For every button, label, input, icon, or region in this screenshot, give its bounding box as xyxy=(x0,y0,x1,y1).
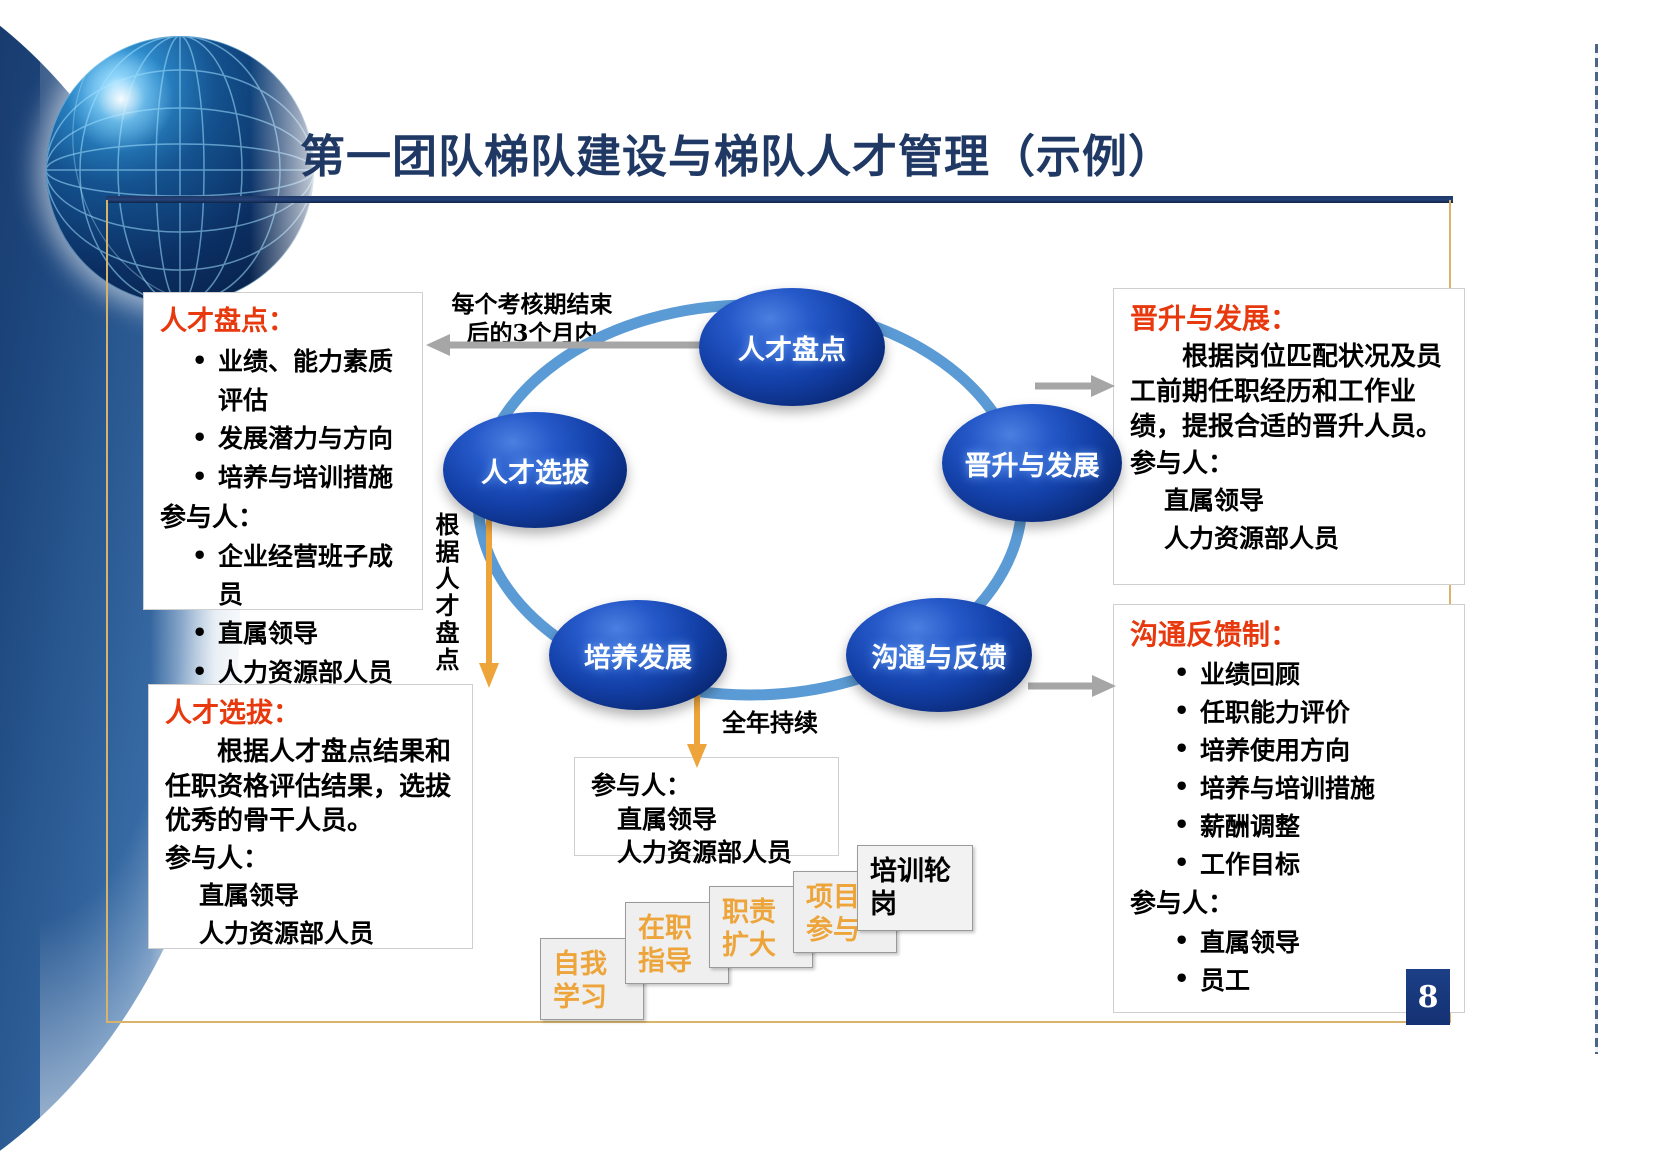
panel-promotion-body: 根据岗位匹配状况及员工前期任职经历和工作业绩，提报合适的晋升人员。 xyxy=(1130,342,1443,442)
cycle-node-develop[interactable]: 培养发展 xyxy=(549,600,727,710)
arrow-review-to-left-panel xyxy=(426,334,702,356)
panel-develop-participant-2: 人力资源部人员 xyxy=(617,838,793,868)
arrow-select-down xyxy=(479,500,499,688)
frame-top-rule xyxy=(106,196,1453,203)
label-based-on-review: 根据人才盘点 xyxy=(431,512,460,674)
list-item: 直属领导 xyxy=(1172,923,1450,962)
panel-talent-review-participants: 企业经营班子成员 直属领导 人力资源部人员 xyxy=(160,537,408,693)
arrow-develop-down xyxy=(687,690,707,768)
panel-promotion-participant-1: 直属领导 xyxy=(1164,486,1265,516)
panel-feedback-heading: 沟通反馈制： xyxy=(1130,618,1299,651)
panel-feedback: 沟通反馈制： 业绩回顾 任职能力评价 培养使用方向 培养与培训措施 薪酬调整 工… xyxy=(1113,604,1465,1013)
list-item: 任职能力评价 xyxy=(1172,693,1450,732)
list-item: 业绩、能力素质评估 xyxy=(190,342,408,421)
label-review-period-line1: 每个考核期结束 xyxy=(451,291,613,318)
label-continuous: 全年持续 xyxy=(722,708,818,737)
list-item: 业绩回顾 xyxy=(1172,655,1450,694)
panel-talent-select-participant-2: 人力资源部人员 xyxy=(199,918,375,948)
dashed-vertical-rule xyxy=(1595,44,1598,1054)
panel-talent-select-body: 根据人才盘点结果和任职资格评估结果，选拔优秀的骨干人员。 xyxy=(165,736,452,837)
panel-talent-select-participants-heading: 参与人： xyxy=(165,844,270,875)
cycle-node-review[interactable]: 人才盘点 xyxy=(699,288,885,406)
list-item: 发展潜力与方向 xyxy=(190,419,408,459)
cycle-node-feedback[interactable]: 沟通与反馈 xyxy=(846,598,1032,712)
cycle-node-feedback-label: 沟通与反馈 xyxy=(871,642,1007,674)
panel-develop-participant-1: 直属领导 xyxy=(617,804,718,834)
panel-feedback-bullets: 业绩回顾 任职能力评价 培养使用方向 培养与培训措施 薪酬调整 工作目标 xyxy=(1130,655,1450,884)
arrow-feedback-to-right-panel xyxy=(1028,675,1116,697)
cycle-node-develop-label: 培养发展 xyxy=(584,642,692,674)
panel-promotion-participant-2: 人力资源部人员 xyxy=(1164,523,1340,553)
panel-develop-participants-heading: 参与人： xyxy=(591,771,692,800)
panel-talent-review-bullets: 业绩、能力素质评估 发展潜力与方向 培养与培训措施 xyxy=(160,342,408,498)
method-card-training[interactable]: 培训轮岗 xyxy=(857,845,973,931)
list-item: 薪酬调整 xyxy=(1172,807,1450,846)
cycle-node-promotion-label: 晋升与发展 xyxy=(964,450,1100,482)
method-card-self-study[interactable]: 自我学习 xyxy=(540,938,644,1020)
panel-talent-review-heading: 人才盘点： xyxy=(160,306,295,337)
arrow-promotion-to-right-panel xyxy=(1035,375,1115,397)
panel-talent-select: 人才选拔： 根据人才盘点结果和任职资格评估结果，选拔优秀的骨干人员。 参与人： … xyxy=(148,684,473,949)
list-item: 培养与培训措施 xyxy=(1172,769,1450,808)
panel-promotion: 晋升与发展： 根据岗位匹配状况及员工前期任职经历和工作业绩，提报合适的晋升人员。… xyxy=(1113,288,1465,585)
cycle-node-select-label: 人才选拔 xyxy=(481,457,589,489)
panel-promotion-heading: 晋升与发展： xyxy=(1130,302,1299,335)
panel-develop-participants: 参与人： 直属领导 人力资源部人员 xyxy=(574,757,839,867)
panel-feedback-participants-heading: 参与人： xyxy=(1130,889,1235,919)
cycle-node-review-label: 人才盘点 xyxy=(738,334,846,366)
list-item: 员工 xyxy=(1172,961,1450,1000)
panel-talent-select-participant-1: 直属领导 xyxy=(199,881,300,911)
panel-talent-select-heading: 人才选拔： xyxy=(165,698,300,729)
panel-talent-review-participants-heading: 参与人： xyxy=(160,502,265,533)
page-title: 第一团队梯队建设与梯队人才管理（示例） xyxy=(300,130,1175,183)
panel-talent-review: 人才盘点： 业绩、能力素质评估 发展潜力与方向 培养与培训措施 参与人： 企业经… xyxy=(143,292,423,690)
panel-promotion-participants-heading: 参与人： xyxy=(1130,449,1235,480)
panel-feedback-participants: 直属领导 员工 xyxy=(1130,923,1450,1000)
list-item: 直属领导 xyxy=(190,614,408,654)
list-item: 人力资源部人员 xyxy=(190,653,408,693)
list-item: 培养使用方向 xyxy=(1172,731,1450,770)
list-item: 工作目标 xyxy=(1172,845,1450,884)
page-number-badge: 8 xyxy=(1406,969,1450,1025)
cycle-node-promotion[interactable]: 晋升与发展 xyxy=(942,404,1122,522)
list-item: 企业经营班子成员 xyxy=(190,537,408,616)
list-item: 培养与培训措施 xyxy=(190,458,408,498)
cycle-node-select[interactable]: 人才选拔 xyxy=(443,412,627,528)
